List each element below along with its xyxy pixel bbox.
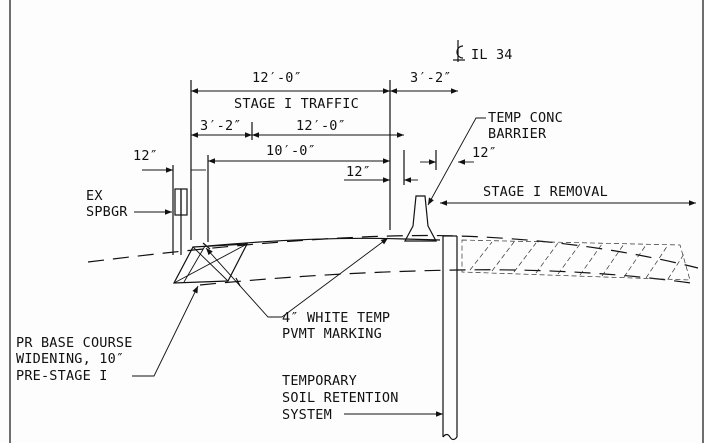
dimension-label-12-right: 12″: [472, 145, 497, 161]
ex-spbgr-label-line2: SPBGR: [86, 204, 128, 220]
centerline-icon: [453, 40, 465, 62]
ex-spbgr-label-line1: EX: [86, 188, 103, 204]
base-course-widening: [172, 242, 249, 287]
dimension-label-12-center: 12″: [346, 164, 371, 180]
temp-conc-label-line1: TEMP CONC: [488, 110, 563, 126]
stage-traffic-label: STAGE I TRAFFIC: [234, 96, 359, 112]
soil-retention-system: [442, 235, 458, 441]
centerline-label: IL 34: [471, 47, 513, 63]
removal-hatch-area: [461, 239, 691, 281]
dimension-label-12-0-mid: 12′-0″: [296, 118, 346, 134]
white-temp-leader-right: [281, 237, 389, 318]
pr-base-label-line1: PR BASE COURSE: [16, 335, 133, 351]
dimension-label-12-0-top: 12′-0″: [252, 70, 302, 86]
pavement-bottom-line: [199, 269, 699, 286]
white-temp-label-line1: 4″ WHITE TEMP: [282, 310, 390, 326]
dimension-label-12-left: 12″: [133, 148, 158, 164]
dimension-label-3-2-mid: 3′-2″: [200, 118, 242, 134]
temp-conc-label-line2: BARRIER: [488, 126, 547, 142]
white-temp-leader-left: [205, 247, 282, 318]
pavement-surface: [207, 237, 441, 247]
guardrail-post: [174, 188, 188, 216]
temp-soil-label-line3: SYSTEM: [282, 407, 332, 423]
existing-ground-line: [87, 234, 699, 269]
temp-concrete-barrier: [404, 195, 437, 242]
pr-base-leader: [132, 285, 199, 377]
temp-soil-label-line2: SOIL RETENTION: [282, 390, 399, 406]
dimension-label-3-2-top: 3′-2″: [410, 70, 452, 86]
stage-removal-label: STAGE I REMOVAL: [483, 184, 608, 200]
dimension-label-10-0: 10′-0″: [266, 143, 316, 159]
pr-base-label-line3: PRE-STAGE I: [16, 368, 108, 384]
pr-base-label-line2: WIDENING, 10″: [16, 351, 124, 367]
temp-soil-label-line1: TEMPORARY: [282, 373, 357, 389]
white-temp-label-line2: PVMT MARKING: [282, 326, 382, 342]
temp-conc-leader: [427, 117, 486, 206]
